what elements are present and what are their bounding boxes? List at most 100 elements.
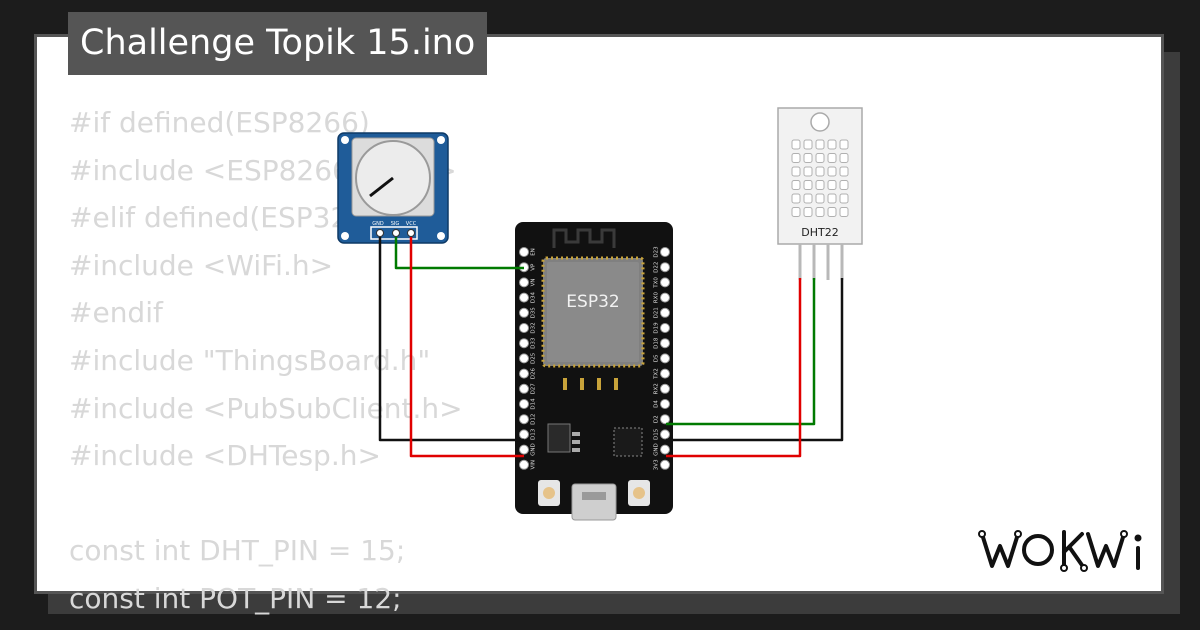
esp32-pin-label: TX2 [654, 368, 660, 380]
esp32-pin-d15[interactable] [660, 429, 670, 440]
esp32-pin-label: D12 [531, 414, 537, 425]
esp32-pin-d32[interactable] [519, 323, 529, 333]
esp32-pin-d33[interactable] [519, 338, 529, 349]
antenna-trace [552, 228, 616, 248]
code-preview: #if defined(ESP8266)#include <ESP8266WiF… [69, 99, 463, 623]
dht22-vent [815, 193, 825, 204]
potentiometer[interactable]: GND SIG VCC [337, 132, 449, 244]
esp32-pin-d22[interactable] [660, 262, 670, 273]
esp32-pin-label: D18 [654, 337, 660, 349]
pot-pin-vcc[interactable] [407, 229, 415, 237]
esp32-pin-rx2[interactable] [660, 383, 670, 394]
dht22-vent-grid [791, 139, 849, 217]
dht22-vent [815, 166, 825, 177]
esp32-pin-d27[interactable] [519, 383, 529, 394]
code-line: #endif [69, 296, 163, 330]
esp32-pin-gnd[interactable] [519, 444, 529, 455]
esp32-pin-d23[interactable] [660, 247, 670, 257]
esp32-pin-label: RX2 [654, 383, 660, 394]
dht22-vent [791, 207, 801, 217]
dht22-vent [827, 153, 837, 163]
esp32-pin-label: D14 [531, 398, 537, 410]
esp32-pin-d21[interactable] [660, 307, 670, 318]
wire-dht-gnd[interactable] [666, 278, 844, 442]
reset-button-cap [633, 487, 645, 499]
esp32-pin-d18[interactable] [660, 338, 670, 349]
pot-pin-label: GND [372, 221, 384, 227]
knob-indicator [369, 176, 394, 198]
wire-pot-sig[interactable] [394, 237, 524, 270]
dht22-vent [839, 139, 849, 150]
esp32-pin-vin[interactable] [519, 459, 529, 470]
esp32-pin-label: D22 [654, 262, 660, 273]
wire-dht-vcc[interactable] [666, 278, 802, 458]
esp32-pin-d19[interactable] [660, 323, 670, 333]
dht22-vent [827, 207, 837, 217]
usb-port[interactable] [571, 483, 617, 521]
esp32-pin-label: D34 [531, 291, 537, 303]
esp32-pin-d26[interactable] [519, 368, 529, 379]
dht22-vent [791, 180, 801, 190]
esp32-left-pins: ENVPVND34D35D32D33D25D26D27D14D12D13GNDV… [519, 247, 537, 470]
esp32-pin-label: D32 [531, 322, 537, 333]
dht22-vent [803, 139, 813, 150]
dht22-vent [839, 180, 849, 190]
esp32-pin-label: RX0 [654, 292, 660, 304]
esp32-pin-d34[interactable] [519, 292, 529, 303]
pot-pin-gnd[interactable] [376, 229, 384, 237]
esp32-pin-label: D5 [654, 354, 660, 362]
code-line: #include <DHTesp.h> [69, 439, 381, 473]
dht22-vent [815, 207, 825, 217]
esp32-pin-3v3[interactable] [660, 459, 670, 470]
dht22-vent [815, 153, 825, 163]
mount-hole [437, 136, 445, 144]
esp32-pin-label: D25 [531, 352, 537, 364]
esp32-chip-shield [547, 262, 639, 362]
dht22-sensor[interactable]: DHT22 [777, 107, 863, 280]
dht22-vent [803, 193, 813, 204]
boot-button-cap [543, 487, 555, 499]
dht22-vent [815, 139, 825, 150]
esp32-pin-tx2[interactable] [660, 368, 670, 379]
dht22-vent [827, 139, 837, 150]
dht22-vent [803, 207, 813, 217]
esp32-pin-vn[interactable] [519, 277, 529, 288]
esp32-pin-label: GND [531, 443, 537, 456]
dht22-vent [803, 166, 813, 177]
esp32-pin-d5[interactable] [660, 353, 670, 364]
esp32-pin-d35[interactable] [519, 307, 529, 318]
esp32-pin-d25[interactable] [519, 353, 529, 364]
esp32-pin-en[interactable] [519, 247, 529, 257]
esp32-pin-d14[interactable] [519, 399, 529, 409]
wokwi-logo [978, 524, 1150, 587]
wire-pot-gnd[interactable] [378, 237, 524, 442]
dht22-label: DHT22 [801, 226, 838, 239]
project-title: Challenge Topik 15.ino [68, 12, 488, 75]
esp32-board[interactable]: ESP32 ENVPVND34D35D32D33D25D26D27D14D12D… [515, 222, 673, 521]
esp32-pin-label: D4 [654, 400, 660, 408]
dht22-mount-hole [810, 112, 830, 132]
dht22-vent [839, 193, 849, 204]
wire-pot-vcc[interactable] [409, 237, 524, 458]
esp32-pin-label: TX0 [654, 277, 660, 289]
pot-pin-label: VCC [406, 221, 417, 227]
esp32-pin-gnd[interactable] [660, 444, 670, 455]
esp32-pin-rx0[interactable] [660, 292, 670, 303]
esp32-label: ESP32 [566, 292, 619, 312]
esp32-pin-d2[interactable] [660, 414, 670, 425]
esp32-pin-d12[interactable] [519, 414, 529, 425]
dht22-vent [827, 180, 837, 190]
chip-pads [563, 378, 618, 390]
dht22-vent [839, 166, 849, 177]
esp32-pin-d4[interactable] [660, 399, 670, 409]
esp32-pin-tx0[interactable] [660, 277, 670, 288]
esp32-pin-label: 3V3 [654, 459, 660, 470]
esp32-pin-d13[interactable] [519, 429, 529, 440]
wire-dht-data[interactable] [666, 278, 816, 426]
esp32-pin-label: D15 [654, 428, 660, 440]
esp32-pin-label: VP [531, 263, 537, 271]
pot-pin-sig[interactable] [392, 229, 400, 237]
esp32-pin-label: D26 [531, 367, 537, 379]
code-line: #include <WiFi.h> [69, 248, 334, 282]
esp32-pin-label: D13 [531, 428, 537, 440]
